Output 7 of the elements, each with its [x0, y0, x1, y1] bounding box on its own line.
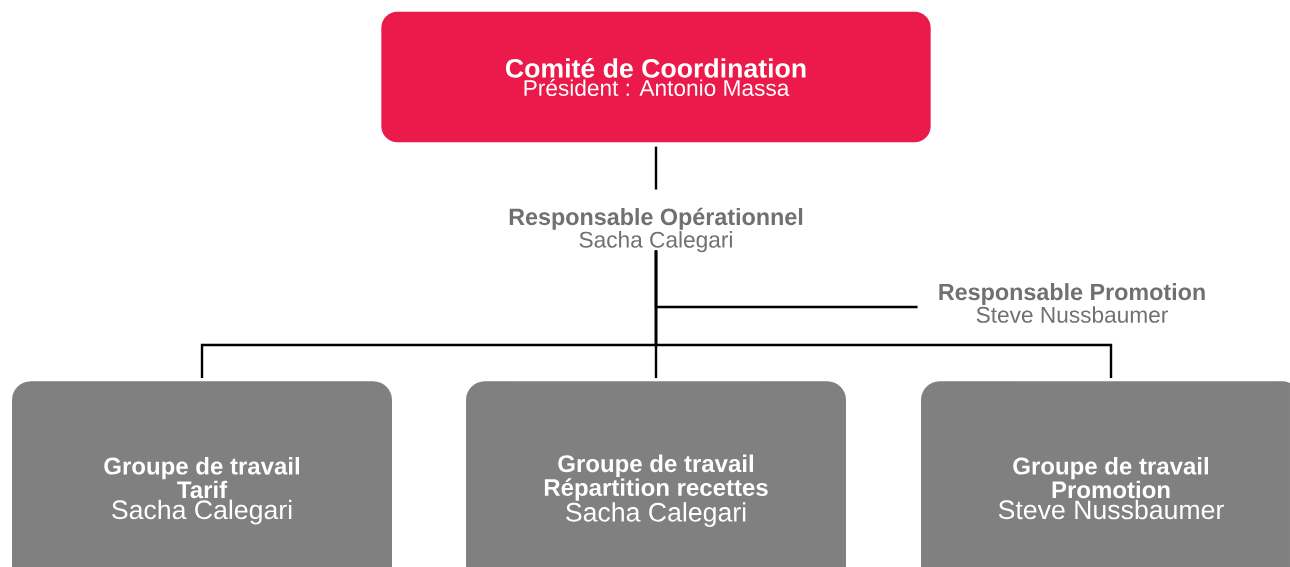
- working-group-box: Groupe de travail Tarif Sacha Calegari: [12, 381, 392, 567]
- working-group-box: Groupe de travail Promotion Steve Nussbaumer: [921, 381, 1290, 567]
- committee-box: Comité de Coordination Président : Antonio Massa: [381, 11, 931, 143]
- working-group-box: Groupe de travail Répartition recettes Sacha Calegari: [466, 381, 846, 567]
- role-label: Responsable Opérationnel Sacha Calegari: [509, 207, 803, 253]
- connector-line: [654, 250, 1113, 379]
- role-label: Responsable Promotion Steve Nussbaumer: [939, 283, 1205, 323]
